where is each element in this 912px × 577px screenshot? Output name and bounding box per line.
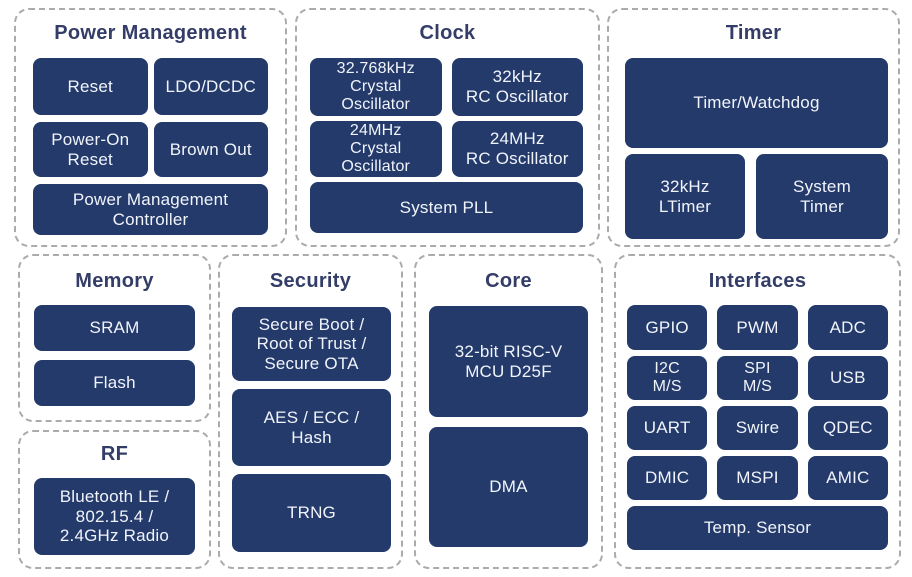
interfaces-title: Interfaces [708,270,807,292]
clock-blocks: 32.768kHz Crystal Oscillator 32kHz RC Os… [310,58,583,233]
block-timer-watchdog: Timer/Watchdog [625,58,888,148]
block-system-timer: System Timer [756,154,888,239]
power-management-title: Power Management [54,22,247,44]
block-dma: DMA [429,427,588,547]
block-adc: ADC [807,305,888,350]
block-qdec: QDEC [807,406,888,450]
memory-group: Memory SRAM Flash [18,254,211,422]
block-sram: SRAM [34,305,195,351]
core-title: Core [485,270,532,292]
clock-group: Clock 32.768kHz Crystal Oscillator 32kHz… [295,8,600,247]
block-system-pll: System PLL [310,182,583,233]
block-trng: TRNG [232,474,391,552]
memory-title: Memory [75,270,154,292]
block-bluetooth-radio: Bluetooth LE / 802.15.4 / 2.4GHz Radio [34,478,195,555]
block-gpio: GPIO [627,305,708,350]
security-blocks: Secure Boot / Root of Trust / Secure OTA… [232,307,391,552]
block-24mhz-crystal-oscillator: 24MHz Crystal Oscillator [310,121,442,177]
block-power-on-reset: Power-On Reset [33,122,148,177]
block-riscv-mcu: 32-bit RISC-V MCU D25F [429,306,588,417]
block-brown-out: Brown Out [153,122,268,177]
block-usb: USB [807,356,888,400]
security-title: Security [269,270,352,292]
core-blocks: 32-bit RISC-V MCU D25F DMA [429,306,588,547]
block-32khz-rc-oscillator: 32kHz RC Oscillator [451,58,583,116]
memory-blocks: SRAM Flash [34,305,195,406]
block-temp-sensor: Temp. Sensor [627,506,888,550]
interfaces-group: Interfaces GPIO PWM ADC I2C M/S SPI M/S … [614,254,901,569]
timer-group: Timer Timer/Watchdog 32kHz LTimer System… [607,8,900,247]
rf-blocks: Bluetooth LE / 802.15.4 / 2.4GHz Radio [34,478,195,555]
block-dmic: DMIC [627,456,708,500]
interfaces-blocks: GPIO PWM ADC I2C M/S SPI M/S USB UART Sw… [627,305,888,550]
security-group: Security Secure Boot / Root of Trust / S… [218,254,403,569]
clock-title: Clock [419,22,476,44]
block-ldo-dcdc: LDO/DCDC [153,58,268,115]
block-32khz-ltimer: 32kHz LTimer [625,154,745,239]
block-swire: Swire [717,406,798,450]
block-amic: AMIC [807,456,888,500]
timer-title: Timer [725,22,782,44]
block-pwm: PWM [717,305,798,350]
block-spi-ms: SPI M/S [717,356,798,400]
block-power-management-controller: Power Management Controller [33,184,268,235]
block-32768khz-crystal-oscillator: 32.768kHz Crystal Oscillator [310,58,442,116]
block-reset: Reset [33,58,148,115]
core-group: Core 32-bit RISC-V MCU D25F DMA [414,254,603,569]
block-uart: UART [627,406,708,450]
rf-group: RF Bluetooth LE / 802.15.4 / 2.4GHz Radi… [18,430,211,569]
block-secure-boot: Secure Boot / Root of Trust / Secure OTA [232,307,391,381]
power-management-group: Power Management Reset LDO/DCDC Power-On… [14,8,287,247]
rf-title: RF [100,443,129,465]
block-i2c-ms: I2C M/S [627,356,708,400]
block-flash: Flash [34,360,195,406]
block-24mhz-rc-oscillator: 24MHz RC Oscillator [451,121,583,177]
block-mspi: MSPI [717,456,798,500]
timer-blocks: Timer/Watchdog 32kHz LTimer System Timer [625,58,888,239]
power-management-blocks: Reset LDO/DCDC Power-On Reset Brown Out … [33,58,268,235]
block-aes-ecc-hash: AES / ECC / Hash [232,389,391,466]
